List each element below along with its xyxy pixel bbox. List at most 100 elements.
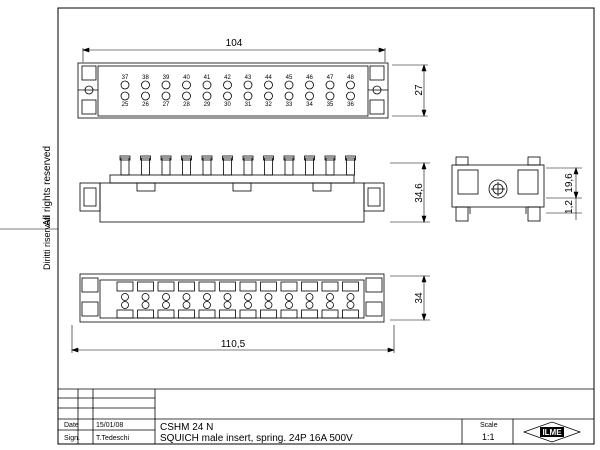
pin-top: [325, 157, 335, 176]
pin-number-top: 42: [224, 75, 231, 81]
pin-hole: [223, 91, 232, 101]
terminal-hole: [326, 293, 334, 301]
terminal-clamp: [116, 281, 134, 292]
pin-top: [346, 157, 355, 176]
pin-number-top: 45: [286, 75, 293, 81]
pin-number-top: 41: [204, 75, 211, 81]
pin-top: [305, 157, 314, 176]
pin-number-bottom: 27: [163, 102, 170, 108]
pin-top: [264, 157, 273, 176]
part-code: CSHM 24 N: [160, 422, 213, 433]
pin-cap: [222, 155, 233, 161]
terminal-clamp: [178, 309, 195, 319]
terminal-clamp: [342, 281, 359, 292]
pin-hole: [325, 80, 335, 90]
pin-hole: [202, 80, 212, 90]
pin-hole: [284, 80, 294, 90]
pin-hole: [243, 80, 253, 90]
pin-hole: [141, 80, 150, 90]
terminal-clamp: [178, 281, 195, 292]
terminal-clamp: [116, 309, 134, 319]
pin-top: [161, 157, 171, 176]
pin-hole: [264, 80, 273, 90]
pin-hole: [325, 91, 335, 101]
terminal-hole: [223, 293, 232, 301]
scale-value: 1:1: [482, 432, 495, 442]
pin-number-bottom: 34: [306, 102, 313, 108]
date-value: 15/01/08: [96, 422, 123, 429]
dimension-end-height-label: 19,6: [564, 173, 575, 193]
pin-hole: [223, 80, 232, 90]
pin-number-bottom: 31: [245, 102, 252, 108]
pin-hole: [202, 91, 212, 101]
pin-number-top: 40: [183, 75, 190, 81]
terminal-clamp: [280, 309, 298, 319]
pin-cap: [263, 155, 274, 161]
terminal-hole: [141, 301, 150, 309]
pin-top: [141, 157, 150, 176]
terminal-clamp: [260, 281, 277, 292]
terminal-clamp: [280, 281, 298, 292]
pin-hole: [141, 91, 150, 101]
dimension-bottom-height: [390, 275, 430, 321]
pin-hole: [182, 91, 191, 101]
dimension-end-heights: [546, 167, 582, 220]
terminal-clamp: [301, 281, 318, 292]
dimension-side-height: [390, 162, 430, 223]
dimension-bottom-width: [71, 325, 395, 353]
pin-hole: [161, 91, 171, 101]
pin-cap: [201, 155, 213, 161]
terminal-clamp: [198, 281, 216, 292]
terminal-clamp: [137, 281, 154, 292]
ilme-logo: ILME: [522, 421, 582, 443]
pin-top: [120, 157, 130, 176]
side-pin-tops: [119, 155, 356, 176]
pin-number-bottom: 35: [327, 102, 334, 108]
terminal-hole: [305, 301, 314, 309]
pin-number-bottom: 36: [347, 102, 354, 108]
pin-cap: [283, 155, 295, 161]
top-view: 3725382639274028412942304331443245334634…: [77, 62, 389, 119]
terminal-clamp: [157, 309, 175, 319]
terminal-hole: [223, 301, 232, 309]
pin-cap: [181, 155, 192, 161]
pin-number-top: 48: [347, 75, 354, 81]
terminal-hole: [264, 293, 273, 301]
terminal-hole: [285, 301, 293, 309]
dimension-top-width-label: 104: [226, 38, 243, 49]
pin-hole: [161, 80, 171, 90]
terminal-clamp: [239, 281, 257, 292]
pin-cap: [160, 155, 172, 161]
terminal-hole: [326, 301, 334, 309]
pin-hole: [346, 91, 355, 101]
pin-hole: [120, 80, 130, 90]
pin-top: [202, 157, 212, 176]
sign-value: T.Tedeschi: [96, 435, 130, 442]
sign-label: Sign.: [64, 435, 80, 442]
pin-cap: [242, 155, 254, 161]
pin-number-top: 47: [327, 75, 334, 81]
bottom-view: [79, 273, 385, 323]
pin-hole: [264, 91, 273, 101]
pin-hole: [243, 91, 253, 101]
pin-number-top: 44: [265, 75, 272, 81]
terminal-hole: [244, 293, 252, 301]
dimension-end-offset-label: 1,2: [564, 200, 575, 214]
pin-number-top: 37: [122, 75, 129, 81]
pin-number-bottom: 28: [183, 102, 190, 108]
dimension-bottom-width-label: 110,5: [221, 339, 246, 350]
pin-hole: [182, 80, 191, 90]
terminal-hole: [162, 301, 170, 309]
part-description: SQUICH male insert, spring. 24P 16A 500V: [160, 433, 353, 444]
terminal-hole: [346, 293, 355, 301]
pin-hole: [305, 91, 314, 101]
terminal-clamp: [321, 309, 339, 319]
terminal-clamp: [198, 309, 216, 319]
date-label: Date: [64, 422, 79, 429]
terminal-hole: [203, 301, 211, 309]
ilme-logo-text: ILME: [542, 428, 562, 437]
pin-number-bottom: 26: [142, 102, 149, 108]
pin-hole: [346, 80, 355, 90]
pin-number-top: 46: [306, 75, 313, 81]
